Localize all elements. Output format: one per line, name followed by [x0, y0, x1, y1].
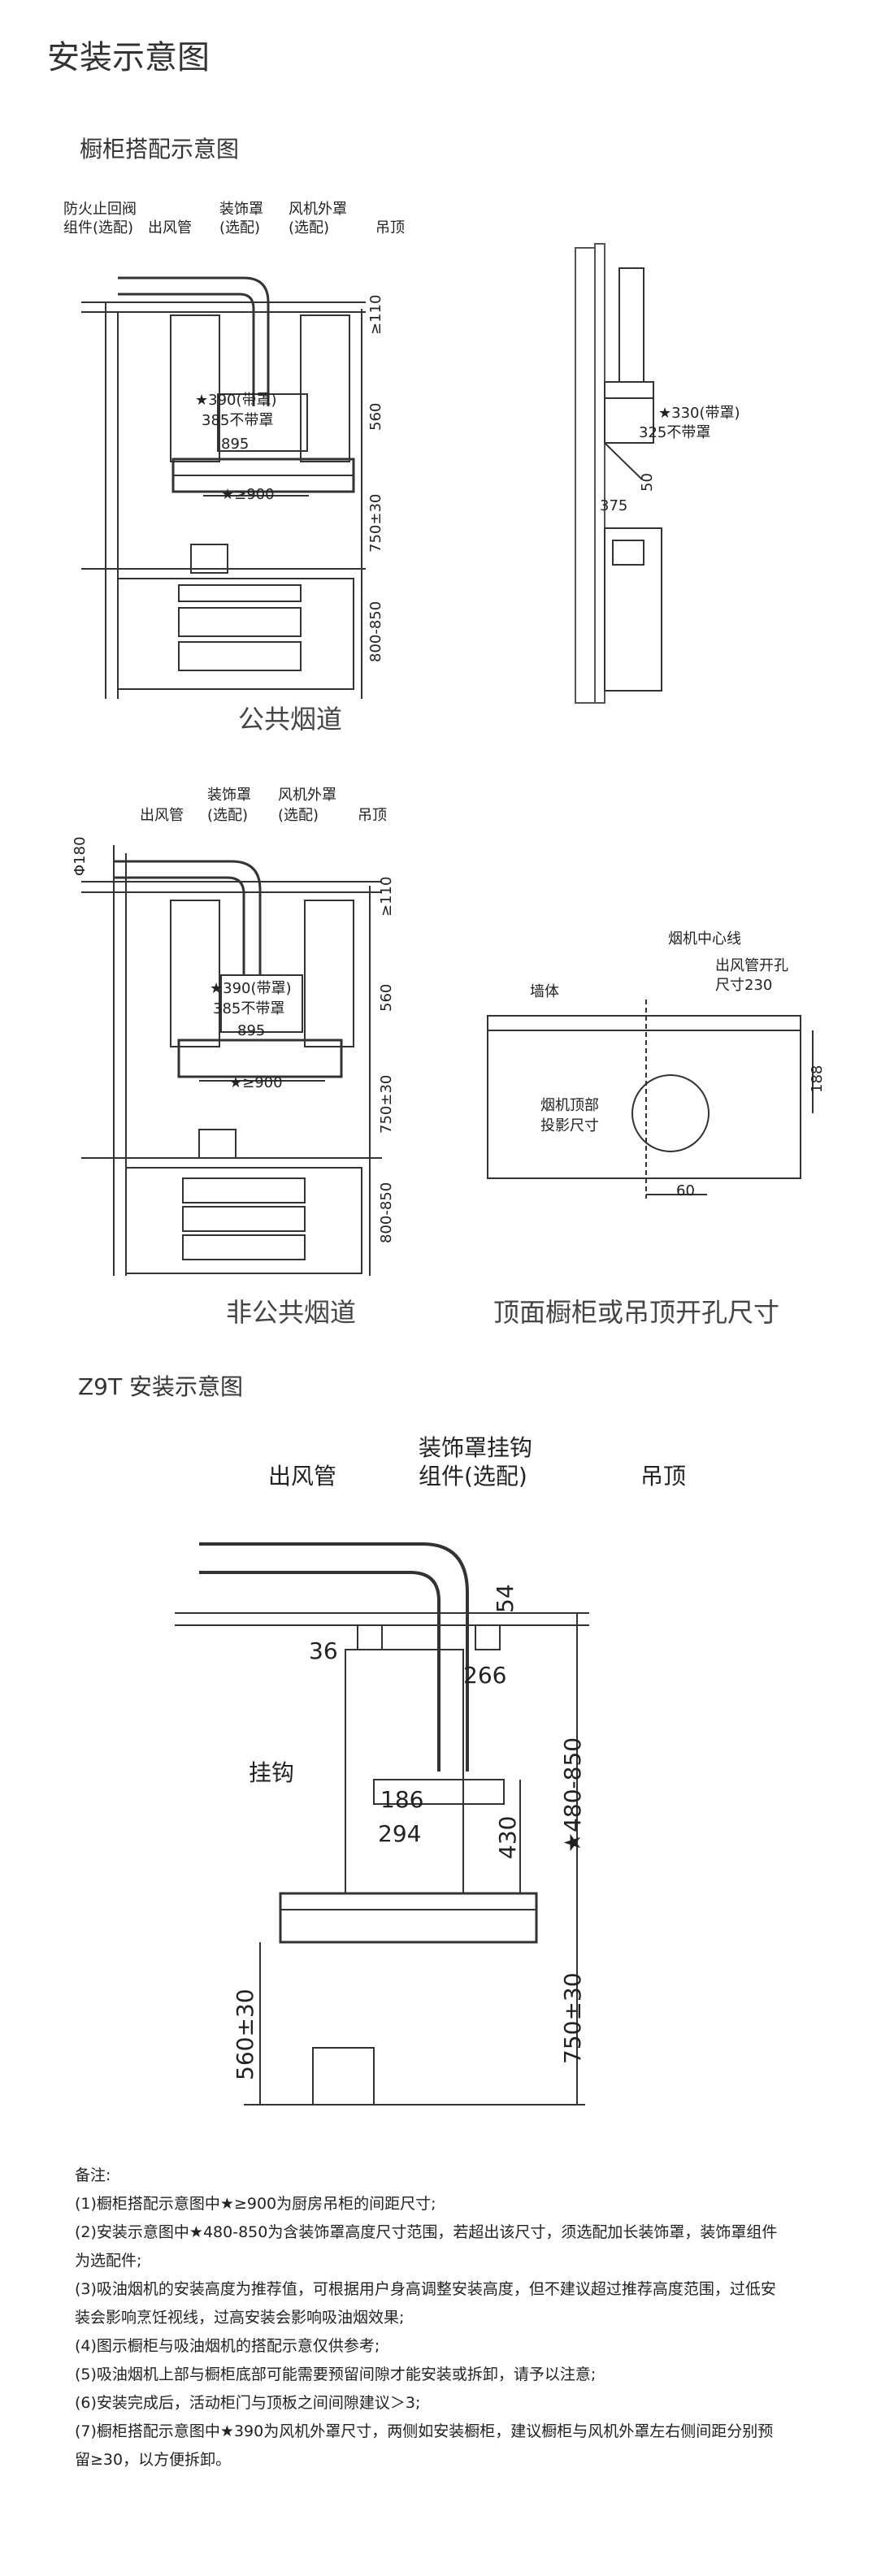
z9t-label-hook: 挂钩 [249, 1759, 295, 1786]
label-outlet-pipe: 出风管 [148, 219, 192, 236]
dim-800: 800-850 [367, 601, 384, 662]
dim-w385: 385不带罩 [202, 412, 274, 429]
label-fan-cover-sub-2: (选配) [278, 807, 319, 824]
note-line: 为选配件; [75, 2252, 142, 2270]
label-outlet-pipe-2: 出风管 [140, 807, 184, 824]
dim-188: 188 [809, 1065, 826, 1093]
dim-750: 750±30 [367, 493, 384, 553]
z9t-dim-266: 266 [463, 1662, 507, 1689]
label-fan-cover: 风机外罩 [289, 201, 347, 218]
label-proj-2: 投影尺寸 [540, 1117, 599, 1134]
dim-w895: 895 [221, 436, 250, 453]
label-deco-cover-sub: (选配) [219, 219, 261, 236]
caption-public-flue: 公共烟道 [238, 704, 343, 735]
note-line: (4)图示橱柜与吸油烟机的搭配示意仅供参考; [75, 2337, 380, 2355]
z9t-dim-480-850: ★480-850 [559, 1737, 586, 1853]
note-line: (7)橱柜搭配示意图中★390为风机外罩尺寸，两侧如安装橱柜，建议橱柜与风机外罩… [75, 2422, 774, 2440]
dim-560-2: 560 [378, 983, 395, 1012]
note-line: (3)吸油烟机的安装高度为推荐值，可根据用户身高调整安装高度，但不建议超过推荐高… [75, 2280, 776, 2298]
dim-w390-2: ★390(带罩) [210, 980, 292, 997]
z9t-label-hook-kit-1: 装饰罩挂钩 [419, 1434, 533, 1461]
label-fan-cover-2: 风机外罩 [278, 787, 336, 804]
notes: 备注: (1)橱柜搭配示意图中★≥900为厨房吊柜的间距尺寸; (2)安装示意图… [75, 2162, 855, 2474]
label-deco-cover-2: 装饰罩 [207, 787, 251, 804]
dim-750-2: 750±30 [378, 1074, 395, 1134]
dim-560: 560 [367, 402, 384, 431]
label-proj-1: 烟机顶部 [540, 1097, 599, 1114]
note-line: 装会影响烹饪视线，过高安装会影响吸油烟效果; [75, 2309, 405, 2327]
dim-side-375: 375 [600, 497, 628, 514]
z9t-dim-294: 294 [378, 1820, 422, 1847]
label-hole-1: 出风管开孔 [715, 957, 788, 974]
z9t-dim-430: 430 [494, 1815, 521, 1859]
label-ceiling: 吊顶 [375, 219, 405, 236]
label-fire-valve-sub: 组件(选配) [63, 219, 134, 236]
label-ceiling-2: 吊顶 [358, 807, 387, 824]
label-hole-2: 尺寸230 [715, 977, 773, 994]
z9t-dim-750: 750±30 [559, 1972, 586, 2064]
dim-side-325: 325不带罩 [639, 424, 711, 441]
label-deco-cover: 装饰罩 [219, 201, 263, 218]
section-title-z9t: Z9T 安装示意图 [78, 1373, 244, 1400]
dim-w385-2: 385不带罩 [213, 1000, 285, 1017]
dim-w900-2: ★≥900 [229, 1074, 283, 1091]
note-line: (1)橱柜搭配示意图中★≥900为厨房吊柜的间距尺寸; [75, 2195, 436, 2213]
note-line: (5)吸油烟机上部与橱柜底部可能需要预留间隙才能安装或拆卸，请予以注意; [75, 2366, 597, 2383]
label-wall: 墙体 [530, 983, 559, 1000]
note-line: 留≥30，以方便拆卸。 [75, 2451, 232, 2469]
z9t-dim-54: 54 [492, 1584, 519, 1613]
z9t-label-ceiling: 吊顶 [640, 1463, 687, 1490]
z9t-label-outlet-pipe: 出风管 [268, 1463, 337, 1490]
notes-title: 备注: [75, 2166, 111, 2184]
dim-diameter: Φ180 [72, 836, 89, 876]
z9t-dim-36: 36 [309, 1637, 338, 1664]
note-line: (6)安装完成后，活动柜门与顶板之间间隙建议＞3; [75, 2394, 421, 2412]
note-line: (2)安装示意图中★480-850为含装饰罩高度尺寸范围，若超出该尺寸，须选配加… [75, 2223, 778, 2241]
dim-800-2: 800-850 [378, 1182, 395, 1243]
label-deco-cover-sub-2: (选配) [207, 807, 249, 824]
label-center-line: 烟机中心线 [668, 930, 741, 948]
dim-top-gap-2: ≥110 [378, 876, 395, 917]
label-fan-cover-sub: (选配) [289, 219, 330, 236]
z9t-label-hook-kit-2: 组件(选配) [419, 1463, 527, 1490]
section-title-cabinet: 橱柜搭配示意图 [80, 136, 240, 163]
dim-top-gap: ≥110 [367, 294, 384, 335]
caption-top-hole: 顶面橱柜或吊顶开孔尺寸 [493, 1297, 780, 1328]
dim-side-50: 50 [639, 473, 656, 492]
dim-w895-2: 895 [237, 1022, 266, 1039]
dim-w390: ★390(带罩) [195, 392, 277, 409]
z9t-dim-560: 560±30 [232, 1988, 258, 2080]
dim-60: 60 [676, 1182, 695, 1199]
label-fire-valve: 防火止回阀 [63, 201, 137, 218]
page-title: 安装示意图 [47, 39, 210, 76]
dim-w900: ★≥900 [221, 486, 275, 503]
caption-private-flue: 非公共烟道 [226, 1297, 357, 1328]
z9t-dim-186: 186 [380, 1786, 424, 1813]
dim-side-330: ★330(带罩) [658, 405, 740, 422]
